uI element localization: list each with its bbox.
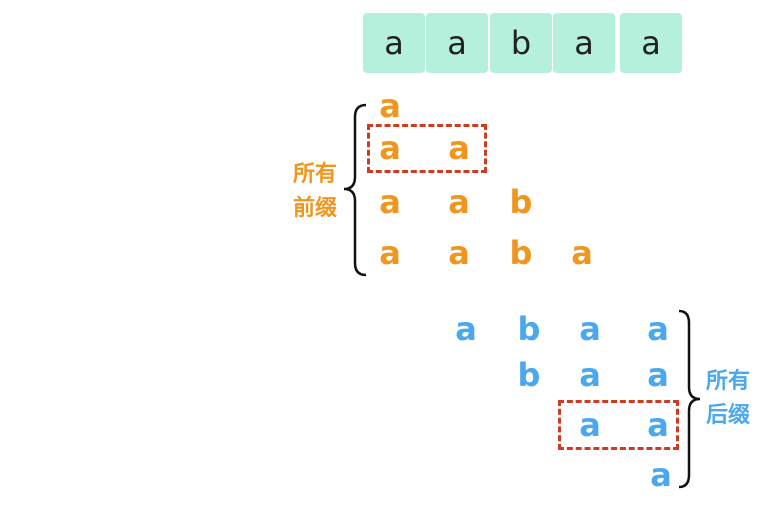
suffix-char: a [579, 356, 601, 394]
suffix-label-line: 所有 [705, 369, 750, 394]
suffix-char: a [579, 310, 601, 348]
string-cell: a [363, 13, 425, 73]
suffix-char: a [455, 310, 477, 348]
prefix-char: a [379, 234, 401, 272]
suffix-char: a [647, 406, 669, 444]
suffix-char: b [517, 356, 541, 394]
prefix-char: a [379, 183, 401, 221]
prefix-char: a [448, 129, 470, 167]
prefix-label: 所有 前缀 [287, 158, 343, 226]
prefix-char: b [509, 183, 533, 221]
string-cell: a [553, 13, 615, 73]
prefix-char: a [448, 183, 470, 221]
suffix-char: a [647, 310, 669, 348]
prefix-brace [343, 103, 367, 277]
suffix-char: a [579, 406, 601, 444]
prefix-label-line: 前缀 [292, 196, 337, 221]
prefix-char: a [379, 129, 401, 167]
suffix-label-line: 后缀 [705, 403, 750, 428]
prefix-highlight-box [367, 124, 487, 173]
suffix-brace [678, 309, 701, 489]
suffix-char: b [517, 310, 541, 348]
suffix-label: 所有 后缀 [700, 365, 756, 433]
suffix-char: a [650, 456, 672, 494]
suffix-char: a [647, 356, 669, 394]
prefix-char: a [571, 234, 593, 272]
prefix-char: b [509, 234, 533, 272]
prefix-char: a [379, 87, 401, 125]
string-cell: b [490, 13, 552, 73]
string-cell: a [426, 13, 488, 73]
string-cell: a [620, 13, 682, 73]
prefix-label-line: 所有 [292, 162, 337, 187]
suffix-highlight-box [558, 400, 679, 450]
prefix-char: a [448, 234, 470, 272]
